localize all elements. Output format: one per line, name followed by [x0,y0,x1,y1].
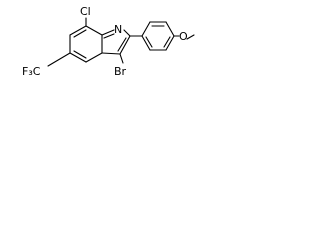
structure-canvas: Cl N F₃C Br O [0,0,195,93]
imidazole-ring [101,29,131,55]
bond-c3-n4 [101,52,121,55]
bond-c8a-n1 [101,29,115,36]
double-bond-c8a-n1 [103,33,115,39]
double-bond-ph6-ph1 [145,36,153,48]
bond-ph4-ph5 [165,35,175,51]
bond-ph1-ph2 [141,21,151,37]
double-bond-c7-c8 [73,29,87,38]
bromine-label: Br [114,65,127,78]
bond-c2-c3 [119,35,131,55]
methoxy-oxygen-label: O [179,30,188,43]
double-bond-c2-c3 [117,37,127,52]
double-bond-ph4-ph5 [163,36,171,48]
bond-n4-c5 [85,52,103,63]
bond-o-methyl [186,34,195,40]
trifluoromethyl-label: F₃C [22,65,41,78]
nitrogen-label: N [114,23,122,36]
bond-ph3-ph4 [165,21,175,37]
molecule-structure: Cl N F₃C Br O [22,5,195,78]
pyridine-ring [69,25,103,63]
bond-c6-cf3 [47,52,71,67]
bond-n1-c2 [123,29,131,37]
bond-c8-c8a [85,25,103,36]
bond-c5-c6 [69,52,87,63]
chlorine-label: Cl [80,5,91,18]
double-bond-c5-c6 [73,50,87,59]
bond-ph6-ph1 [141,35,151,51]
bond-c3-br [119,53,124,64]
phenyl-ring [141,21,175,51]
bond-c7-c8 [69,25,87,36]
